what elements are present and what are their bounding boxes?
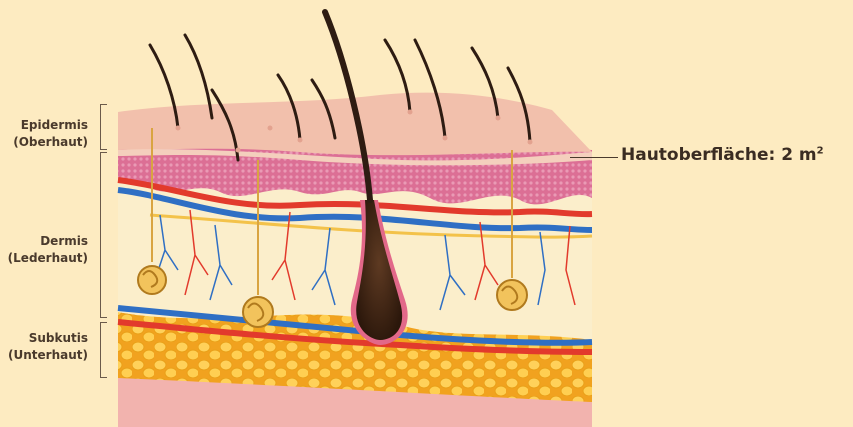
label-dermis-subtitle: (Lederhaut) <box>0 250 88 267</box>
label-subcutis: Subkutis (Unterhaut) <box>0 330 88 364</box>
label-subcutis-title: Subkutis <box>0 330 88 347</box>
surface-area-text: Hautoberfläche: 2 m <box>621 145 817 165</box>
label-subcutis-subtitle: (Unterhaut) <box>0 347 88 364</box>
label-dermis: Dermis (Lederhaut) <box>0 233 88 267</box>
bracket-dermis <box>100 152 107 318</box>
surface-leader-line <box>570 157 618 158</box>
surface-area-label: Hautoberfläche: 2 m2 <box>621 145 824 165</box>
surface-area-exponent: 2 <box>817 145 824 156</box>
bracket-epidermis <box>100 104 107 150</box>
label-dermis-title: Dermis <box>0 233 88 250</box>
label-epidermis-subtitle: (Oberhaut) <box>0 134 88 151</box>
bracket-subcutis <box>100 322 107 378</box>
label-epidermis-title: Epidermis <box>0 117 88 134</box>
label-epidermis: Epidermis (Oberhaut) <box>0 117 88 151</box>
